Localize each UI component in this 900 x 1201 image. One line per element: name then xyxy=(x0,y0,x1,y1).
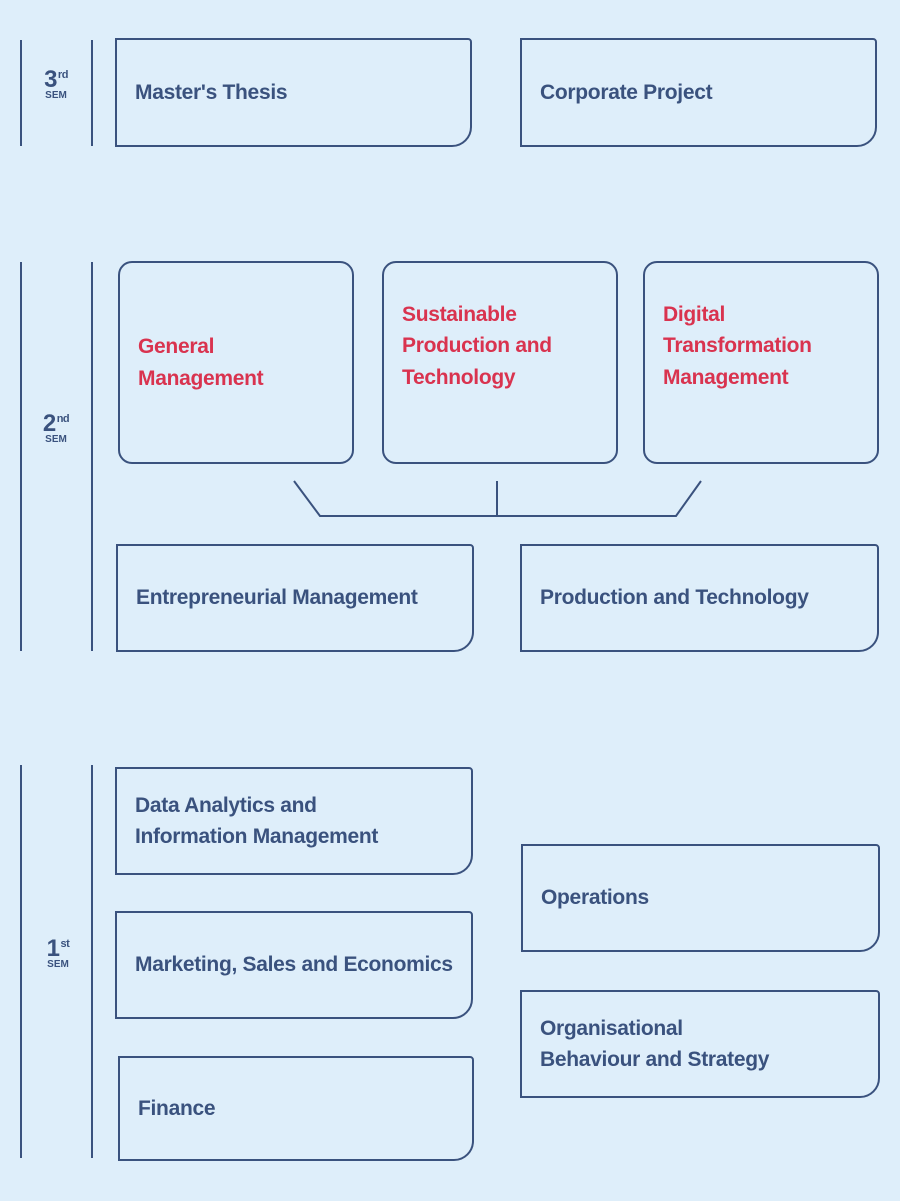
data-analytics-label: Data Analytics and Information Managemen… xyxy=(135,793,379,849)
sem1-right-line xyxy=(91,765,93,1158)
sem3-sem-text: SEM xyxy=(45,90,67,101)
entrepreneurial-management-box: Entrepreneurial Management xyxy=(116,544,474,652)
sem3-left-line xyxy=(20,40,22,146)
data-analytics-box: Data Analytics and Information Managemen… xyxy=(115,767,473,875)
sustainable-production-label: Sustainable Production and Technology xyxy=(402,302,552,389)
sem1-label: 1st SEM xyxy=(22,935,94,970)
sem2-label: 2nd SEM xyxy=(20,410,92,445)
sem3-label: 3rd SEM xyxy=(20,66,92,101)
general-management-label: General Management xyxy=(138,335,264,390)
entrepreneurial-management-label: Entrepreneurial Management xyxy=(136,586,418,610)
sem2-right-line xyxy=(91,262,93,651)
digital-transformation-label: Digital Transformation Management xyxy=(663,302,812,389)
production-technology-label: Production and Technology xyxy=(540,586,809,610)
organisational-behaviour-label: Organisational Behaviour and Strategy xyxy=(540,1016,770,1072)
operations-label: Operations xyxy=(541,886,649,910)
sem2-number: 2nd xyxy=(42,410,70,437)
sem3-number: 3rd xyxy=(44,66,68,93)
sem2-left-line xyxy=(20,262,22,651)
masters-thesis-box: Master's Thesis xyxy=(115,38,472,147)
general-management-box: General Management xyxy=(118,261,354,464)
production-technology-box: Production and Technology xyxy=(520,544,879,652)
finance-box: Finance xyxy=(118,1056,474,1161)
marketing-label: Marketing, Sales and Economics xyxy=(135,953,453,977)
masters-thesis-label: Master's Thesis xyxy=(135,80,288,104)
marketing-box: Marketing, Sales and Economics xyxy=(115,911,473,1019)
corporate-project-box: Corporate Project xyxy=(520,38,877,147)
sem3-right-line xyxy=(91,40,93,146)
finance-label: Finance xyxy=(138,1096,216,1120)
sustainable-production-box: Sustainable Production and Technology xyxy=(382,261,618,464)
organisational-behaviour-box: Organisational Behaviour and Strategy xyxy=(520,990,880,1098)
sem2-sem-text: SEM xyxy=(45,434,67,445)
digital-transformation-box: Digital Transformation Management xyxy=(643,261,879,464)
sem1-sem-text: SEM xyxy=(47,959,69,970)
operations-box: Operations xyxy=(521,844,880,952)
sem1-number: 1st xyxy=(46,935,70,962)
corporate-project-label: Corporate Project xyxy=(540,80,713,104)
sem1-left-line xyxy=(20,765,22,1158)
